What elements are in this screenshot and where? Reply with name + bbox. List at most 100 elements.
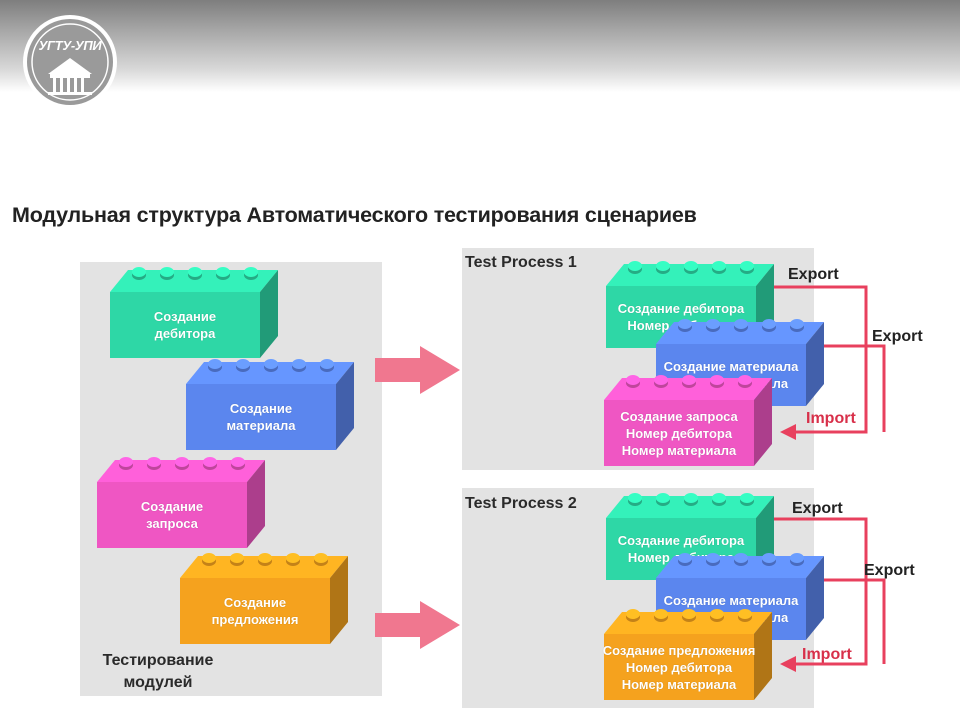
slide-title: Модульная структура Автоматического тест…: [12, 203, 697, 227]
brick-top: [97, 460, 265, 482]
brick-stud: [628, 261, 642, 271]
brick-stud: [710, 609, 724, 619]
tp1-import-label: Import: [806, 410, 856, 427]
tp2-import-label: Import: [802, 646, 852, 663]
brick-stud: [656, 493, 670, 503]
brick-stud: [264, 359, 278, 369]
brick-line-3: Номер материала: [621, 442, 737, 458]
brick-line-1: Создание дебитора: [617, 533, 745, 548]
brick-stud: [236, 359, 250, 369]
brick-top: [180, 556, 348, 578]
brick-line-3: Номер материала: [621, 676, 737, 692]
brick-stud: [656, 261, 670, 271]
brick-top: [604, 612, 772, 634]
brick-stud: [684, 493, 698, 503]
brick-top: [604, 378, 772, 400]
brick-top: [110, 270, 278, 292]
module-testing-caption: Тестирование модулей: [78, 650, 238, 694]
brick-stud: [203, 457, 217, 467]
tp2-export-1-line: [774, 517, 868, 666]
brick-create-request: Создание запроса: [97, 457, 265, 548]
arrow-to-process-1: [375, 346, 460, 394]
brick-stud: [258, 553, 272, 563]
university-logo: [23, 15, 117, 109]
brick-line-1: Создание: [229, 401, 293, 416]
brick-line-2: Номер дебитора: [625, 659, 733, 675]
brick-line-1: Создание запроса: [620, 408, 738, 424]
brick-stud: [684, 261, 698, 271]
brick-stud: [216, 267, 230, 277]
brick-side: [754, 612, 772, 700]
brick-stud: [790, 553, 804, 563]
brick-line-1: Создание: [140, 499, 204, 514]
brick-stud: [740, 493, 754, 503]
brick-stud: [706, 319, 720, 329]
brick-stud: [286, 553, 300, 563]
brick-line-2: Номер дебитора: [625, 425, 733, 441]
brick-stud: [244, 267, 258, 277]
brick-line-1: Создание предложения: [602, 642, 756, 658]
tp1-export-2-label: Export: [872, 328, 923, 345]
brick-stud: [188, 267, 202, 277]
brick-stud: [231, 457, 245, 467]
brick-stud: [678, 553, 692, 563]
brick-stud: [712, 493, 726, 503]
brick-top: [186, 362, 354, 384]
brick-line-2: запроса: [146, 516, 198, 531]
tp1-export-2-line: [824, 344, 886, 432]
arrow-to-process-2: [375, 601, 460, 649]
brick-stud: [734, 553, 748, 563]
brick-stud: [762, 553, 776, 563]
brick-stud: [682, 375, 696, 385]
brick-top: [606, 496, 774, 518]
brick-line-1: Создание: [223, 595, 287, 610]
brick-stud: [208, 359, 222, 369]
tp1-import-arrowhead: [780, 424, 796, 440]
brick-stud: [147, 457, 161, 467]
brick-stud: [654, 609, 668, 619]
brick-stud: [734, 319, 748, 329]
test-process-2-title: Test Process 2: [465, 495, 577, 512]
brick-stud: [626, 375, 640, 385]
brick-line-1: Создание: [153, 309, 217, 324]
brick-stud: [314, 553, 328, 563]
brick-create-debtor: Создание дебитора: [110, 267, 278, 358]
brick-line-2: материала: [226, 418, 296, 433]
brick-stud: [762, 319, 776, 329]
caption-line-2: модулей: [123, 674, 193, 691]
brick-top: [656, 556, 824, 578]
brick-stud: [320, 359, 334, 369]
tp2-import-arrowhead: [780, 656, 796, 672]
brick-side: [754, 378, 772, 466]
brick-stud: [682, 609, 696, 619]
brick-stud: [626, 609, 640, 619]
tp2-export-2-label: Export: [864, 562, 915, 579]
brick-stud: [628, 493, 642, 503]
brick-create-material: Создание материала: [186, 359, 354, 450]
brick-top: [656, 322, 824, 344]
brick-stud: [160, 267, 174, 277]
tp1-export-1-label: Export: [788, 266, 839, 283]
brick-side: [247, 460, 265, 548]
brick-side: [336, 362, 354, 450]
brick-line-2: дебитора: [154, 326, 216, 341]
brick-stud: [175, 457, 189, 467]
brick-stud: [654, 375, 668, 385]
brick-stud: [230, 553, 244, 563]
brick-line-1: Создание дебитора: [617, 301, 745, 316]
tp2-export-1-label: Export: [792, 500, 843, 517]
brick-create-offer: Создание предложения: [180, 553, 348, 644]
brick-top: [606, 264, 774, 286]
brick-stud: [119, 457, 133, 467]
brick-stud: [292, 359, 306, 369]
brick-stud: [132, 267, 146, 277]
brick-side: [260, 270, 278, 358]
brick-stud: [740, 261, 754, 271]
logo-text: УГТУ-УПИ: [38, 38, 102, 53]
brick-stud: [790, 319, 804, 329]
brick-line-1: Создание материала: [663, 593, 799, 608]
brick-stud: [710, 375, 724, 385]
brick-line-1: Создание материала: [663, 359, 799, 374]
brick-stud: [738, 375, 752, 385]
